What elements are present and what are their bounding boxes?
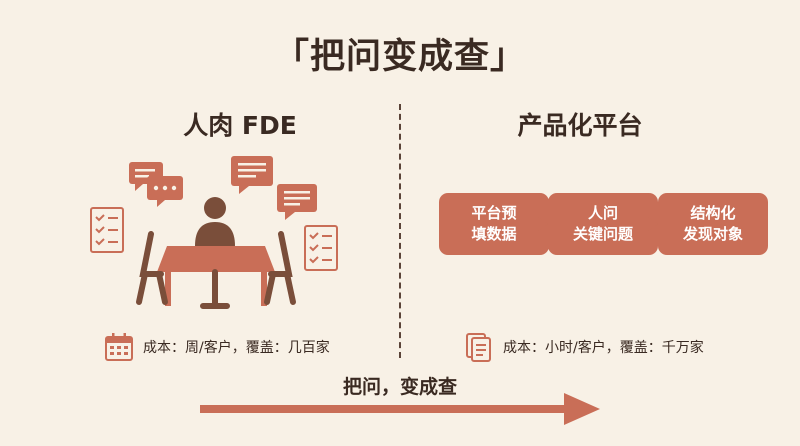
left-cost-label: 成本：周/客户，覆盖：几百家 <box>143 340 330 356</box>
dashed-divider <box>399 104 401 358</box>
step-label-line1: 人问 <box>587 204 618 222</box>
left-heading: 人肉 FDE <box>183 111 297 140</box>
step-label-line2: 发现对象 <box>682 225 743 243</box>
right-heading: 产品化平台 <box>517 111 643 140</box>
step-label-line2: 关键问题 <box>572 225 633 243</box>
chat-bubble-icon <box>231 156 273 194</box>
arrow-right-icon <box>538 217 548 231</box>
meeting-illustration <box>90 156 338 309</box>
right-cost-row: 成本：小时/客户，覆盖：千万家 <box>463 331 704 363</box>
progress-arrow <box>200 393 600 425</box>
checklist-icon <box>304 225 338 271</box>
bottom-caption: 把问，变成查 <box>342 376 457 398</box>
chair-icon <box>200 269 230 309</box>
chair-icon <box>264 231 296 305</box>
documents-icon <box>466 333 491 362</box>
step-prefill-data: 平台预 填数据 <box>439 193 549 255</box>
arrow-right-icon <box>648 217 658 231</box>
chair-icon <box>136 231 168 305</box>
calendar-icon <box>105 333 133 361</box>
step-label-line1: 结构化 <box>690 204 736 222</box>
step-label-line1: 平台预 <box>471 204 517 222</box>
step-discover-objects: 结构化 发现对象 <box>658 193 768 255</box>
chat-bubble-icon <box>277 184 317 220</box>
right-cost-label: 成本：小时/客户，覆盖：千万家 <box>503 340 704 356</box>
checklist-icon <box>90 207 124 253</box>
chat-bubble-dots-icon <box>147 176 183 207</box>
step-ask-key-questions: 人问 关键问题 <box>548 193 658 255</box>
flow-arrows <box>538 217 658 231</box>
left-cost-row: 成本：周/客户，覆盖：几百家 <box>103 331 330 363</box>
person-icon <box>195 197 235 246</box>
page-title: 「把问变成查」 <box>273 37 526 77</box>
step-label-line2: 填数据 <box>471 225 517 243</box>
table-icon <box>157 246 275 306</box>
